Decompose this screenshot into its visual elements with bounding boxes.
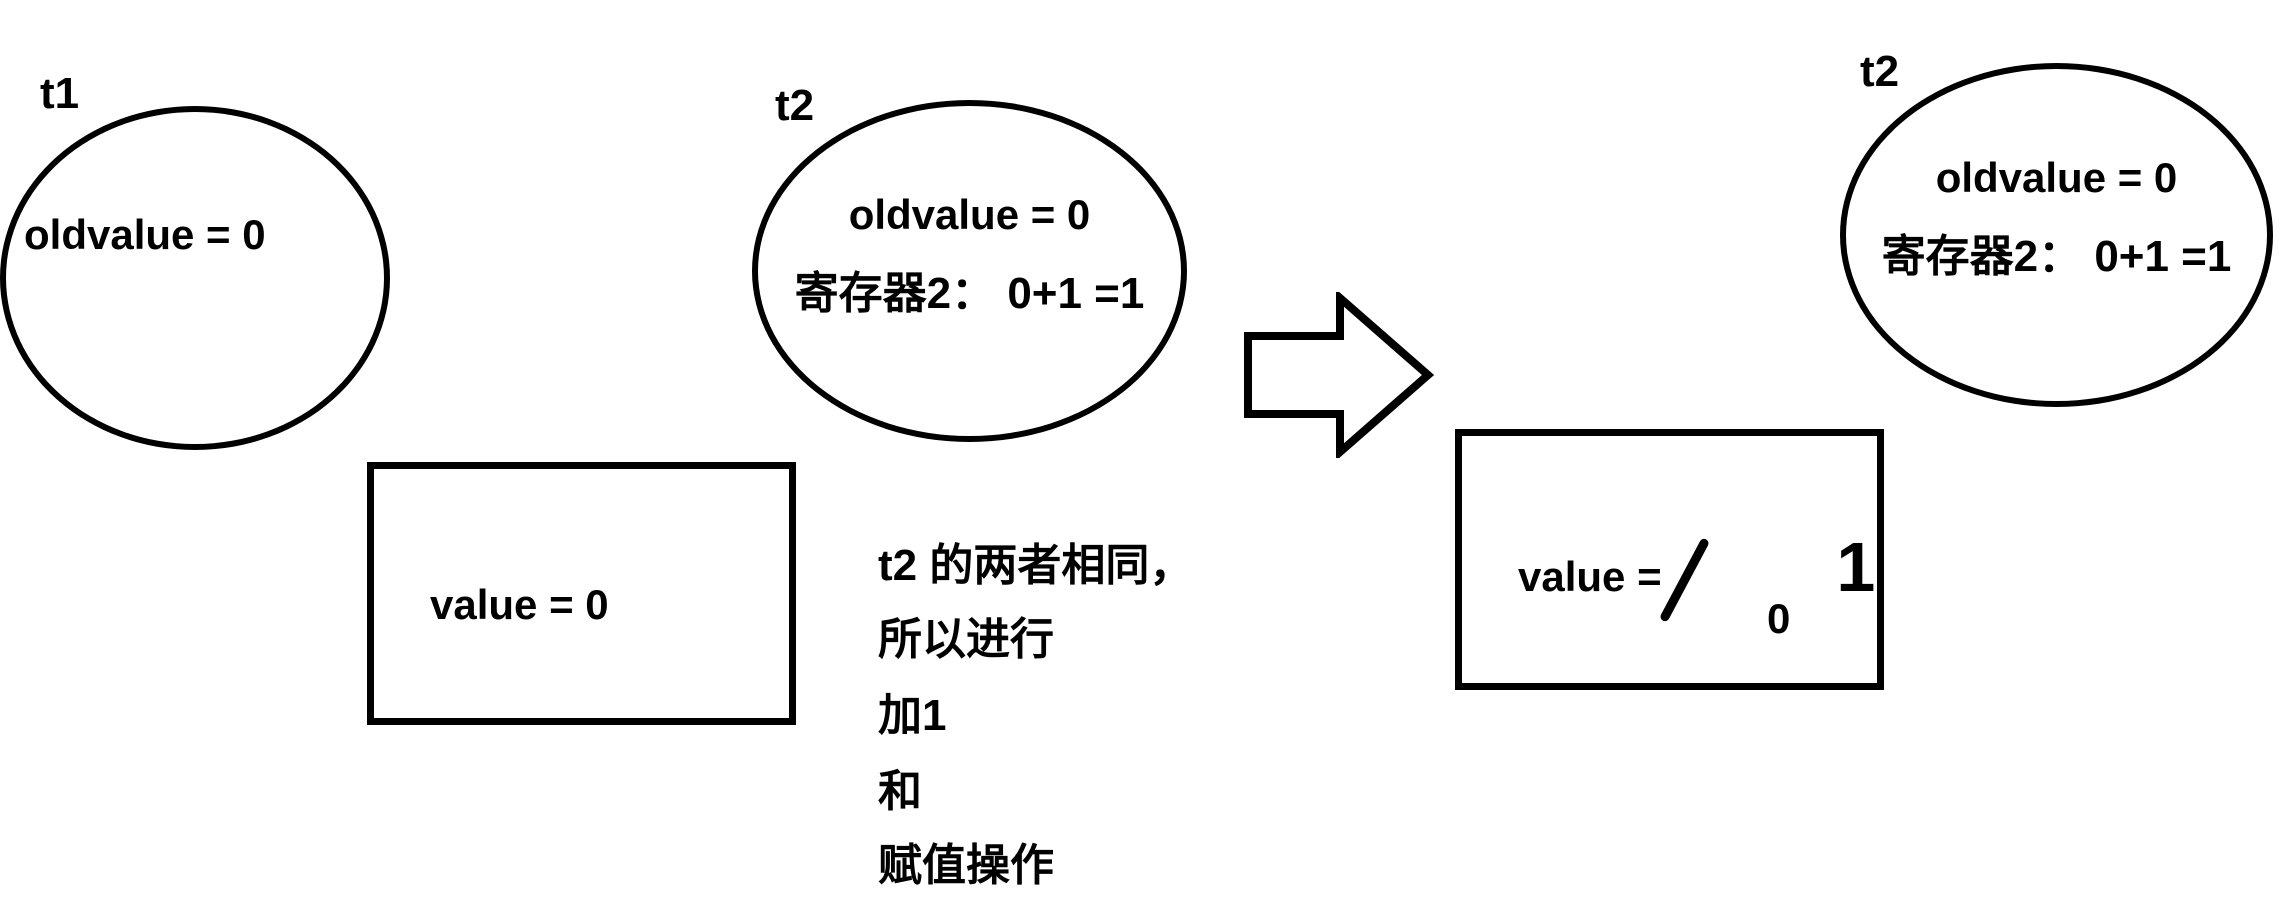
right-block-arrow-icon <box>1244 292 1434 458</box>
new-value-digit: 1 <box>1836 528 1876 606</box>
t2-after-oldvalue-text: oldvalue = 0 <box>1935 154 2178 201</box>
old-value-crossed-out: 0 <box>1658 537 1791 724</box>
value-prefix-text: value = <box>1518 553 1662 600</box>
thread-t2-after-label: t2 <box>1860 47 1900 96</box>
memory-box-after: value = 0 1 <box>1455 429 1884 690</box>
note-line-3: 加1 <box>878 691 947 740</box>
thread-t2-after-ellipse: oldvalue = 0 寄存器2： 0+1 =1 <box>1840 63 2273 407</box>
note-line-2: 所以进行 <box>878 615 1054 664</box>
old-value-digit: 0 <box>1766 595 1791 642</box>
note-line-4: 和 <box>878 767 922 816</box>
memory-box-before: value = 0 <box>367 462 796 725</box>
t2-oldvalue-text: oldvalue = 0 <box>848 191 1091 238</box>
t2-register-text: 寄存器2： 0+1 =1 <box>794 269 1145 318</box>
thread-t1-ellipse: oldvalue = 0 <box>0 106 390 450</box>
memory-value-after-text: value = 0 1 <box>1518 532 1875 724</box>
t2-after-register-text: 寄存器2： 0+1 =1 <box>1881 232 2232 281</box>
t1-oldvalue-text: oldvalue = 0 <box>24 211 266 258</box>
strikethrough-mark <box>1658 537 1710 623</box>
thread-t2-ellipse: oldvalue = 0 寄存器2： 0+1 =1 <box>752 100 1187 442</box>
thread-t2-label: t2 <box>775 81 815 130</box>
note-line-5: 赋值操作 <box>878 841 1054 890</box>
thread-t1-label: t1 <box>40 69 80 118</box>
note-line-1: t2 的两者相同， <box>878 541 1194 590</box>
memory-value-before-text: value = 0 <box>430 581 609 628</box>
